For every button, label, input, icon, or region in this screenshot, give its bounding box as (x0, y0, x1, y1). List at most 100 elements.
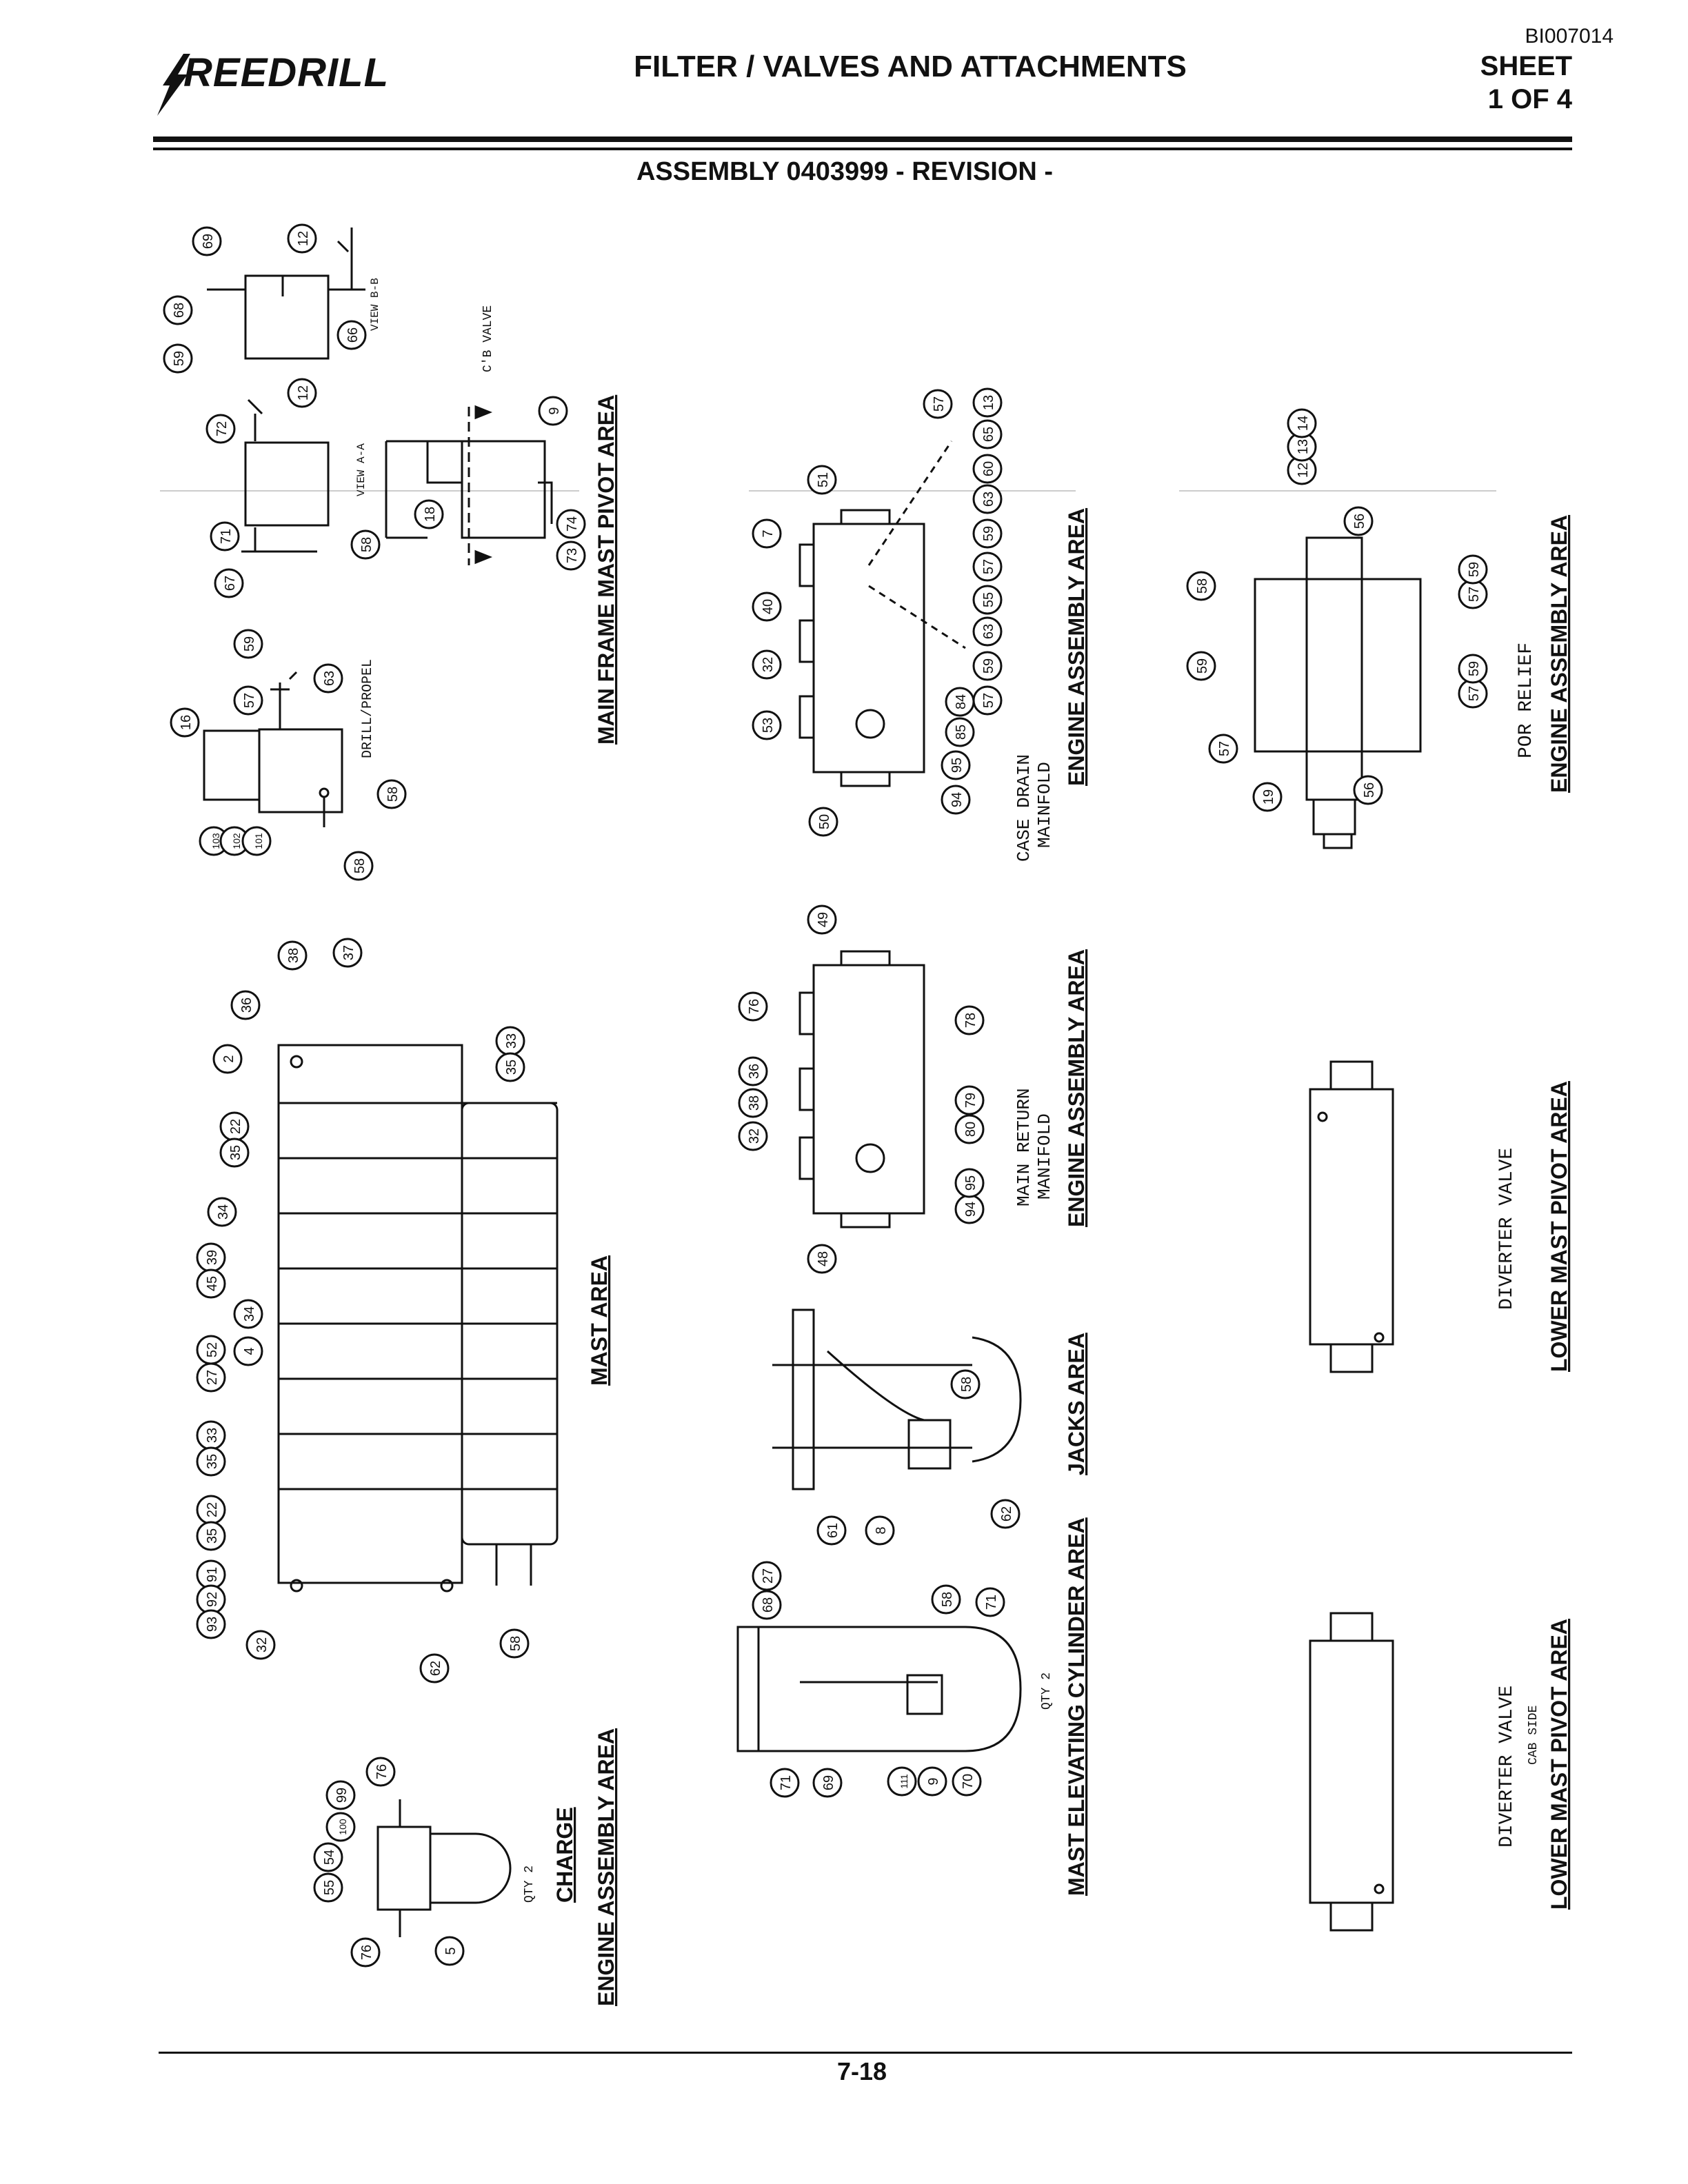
callout-bubble: 71 (770, 1768, 800, 1798)
por-relief-valve (1254, 536, 1422, 849)
callout-bubble: 59 (163, 343, 193, 374)
callout-number: 53 (761, 718, 776, 733)
callout-number: 55 (981, 592, 996, 607)
callout-bubble: 58 (499, 1628, 530, 1659)
callout-number: 69 (201, 234, 216, 249)
main-frame-mast-pivot-area-label: MAIN FRAME MAST PIVOT AREA (594, 395, 619, 745)
callout-bubble: 69 (192, 226, 222, 256)
reedrill-logo: REEDRILL (153, 44, 401, 120)
callout-number: 58 (352, 858, 368, 873)
callout-bubble: 34 (207, 1197, 237, 1227)
jacks-area-label: JACKS AREA (1064, 1333, 1089, 1475)
callout-bubble: 33 (495, 1026, 525, 1056)
callout-bubble: 59 (1458, 554, 1488, 585)
callout-number: 95 (950, 758, 965, 773)
callout-bubble: 62 (419, 1653, 450, 1684)
callout-bubble: 32 (245, 1630, 276, 1660)
callout-bubble: 71 (975, 1587, 1005, 1617)
callout-number: 68 (761, 1597, 776, 1612)
callout-number: 57 (1467, 686, 1482, 701)
case-drain-label: CASE DRAIN (1014, 754, 1034, 862)
callout-bubble: 9 (538, 396, 568, 426)
callout-number: 65 (981, 427, 996, 442)
callout-bubble: 63 (972, 616, 1003, 647)
document-number: BI007014 (1525, 25, 1614, 48)
callout-number: 12 (1296, 463, 1311, 478)
logo-swoosh-icon (157, 54, 190, 116)
callout-number: 33 (504, 1033, 519, 1049)
callout-bubble: 27 (752, 1561, 782, 1591)
callout-number: 68 (172, 303, 187, 318)
callout-bubble: 65 (972, 419, 1003, 449)
callout-number: 34 (216, 1204, 231, 1220)
callout-bubble: 80 (954, 1114, 985, 1144)
callout-bubble: 53 (752, 710, 782, 740)
callout-number: 95 (963, 1175, 978, 1191)
callout-bubble: 34 (233, 1299, 263, 1329)
callout-bubble: 32 (752, 649, 782, 680)
callout-number: 111 (898, 1774, 910, 1788)
callout-number: 8 (874, 1526, 889, 1534)
callout-bubble: 93 (196, 1609, 226, 1639)
callout-number: 59 (172, 351, 187, 366)
callout-number: 40 (761, 599, 776, 614)
callout-bubble: 40 (752, 592, 782, 622)
callout-number: 70 (961, 1774, 976, 1789)
callout-number: 27 (761, 1568, 776, 1584)
callout-number: 35 (504, 1060, 519, 1075)
callout-number: 74 (565, 516, 580, 532)
diverter-valve-label: DIVERTER VALVE (1496, 1148, 1518, 1310)
callout-number: 4 (242, 1347, 257, 1355)
por-relief-engine-area-label: ENGINE ASSEMBLY AREA (1547, 515, 1571, 793)
callout-bubble: 56 (1353, 775, 1383, 805)
callout-number: 71 (984, 1595, 999, 1610)
callout-bubble: 57 (972, 552, 1003, 582)
lower-mast-pivot-area-label: LOWER MAST PIVOT AREA (1547, 1081, 1571, 1372)
mast-filter-stack (277, 1044, 559, 1593)
callout-number: 34 (242, 1306, 257, 1322)
callout-bubble: 58 (1186, 571, 1216, 601)
callout-number: 57 (932, 396, 947, 412)
callout-bubble: 52 (196, 1335, 226, 1365)
callout-bubble: 63 (972, 484, 1003, 514)
callout-number: 59 (242, 636, 257, 651)
mast-elevating-cylinder (736, 1626, 1022, 1752)
callout-bubble: 27 (196, 1362, 226, 1393)
callout-number: 19 (1261, 789, 1276, 805)
callout-bubble: 2 (212, 1044, 243, 1074)
callout-number: 72 (214, 421, 230, 436)
callout-number: 62 (999, 1506, 1014, 1521)
callout-bubble: 94 (954, 1194, 985, 1224)
callout-bubble: 95 (941, 750, 971, 780)
callout-bubble: 14 (1287, 408, 1317, 438)
callout-number: 45 (205, 1276, 220, 1291)
callout-bubble: 100 (325, 1812, 356, 1842)
callout-number: 73 (565, 548, 580, 563)
callout-bubble: 72 (205, 414, 236, 444)
callout-number: 76 (359, 1945, 374, 1960)
view-aa-label: VIEW A-A (355, 443, 368, 496)
callout-bubble: 58 (376, 779, 407, 809)
callout-number: 71 (778, 1775, 794, 1790)
callout-number: 59 (981, 658, 996, 674)
callout-number: 33 (205, 1428, 220, 1443)
callout-number: 57 (981, 693, 996, 708)
callout-bubble: 68 (752, 1590, 782, 1620)
footer-rule (159, 2052, 1572, 2054)
page-number: 7-18 (836, 2057, 887, 2085)
main-return-engine-area-label: ENGINE ASSEMBLY AREA (1064, 949, 1089, 1227)
callout-bubble: 18 (414, 499, 444, 529)
callout-bubble: 78 (954, 1005, 985, 1035)
callout-bubble: 92 (196, 1584, 226, 1615)
callout-bubble: 76 (350, 1937, 381, 1968)
diverter-valve-cab-side (1309, 1612, 1394, 1932)
callout-bubble: 8 (865, 1515, 895, 1546)
callout-number: 27 (205, 1370, 220, 1385)
callout-number: 78 (963, 1013, 978, 1028)
callout-bubble: 16 (170, 707, 200, 738)
callout-bubble: 7 (752, 518, 782, 549)
jacks-assembly (772, 1308, 1022, 1490)
brand-name: REEDRILL (183, 50, 389, 95)
callout-number: 32 (747, 1129, 762, 1144)
